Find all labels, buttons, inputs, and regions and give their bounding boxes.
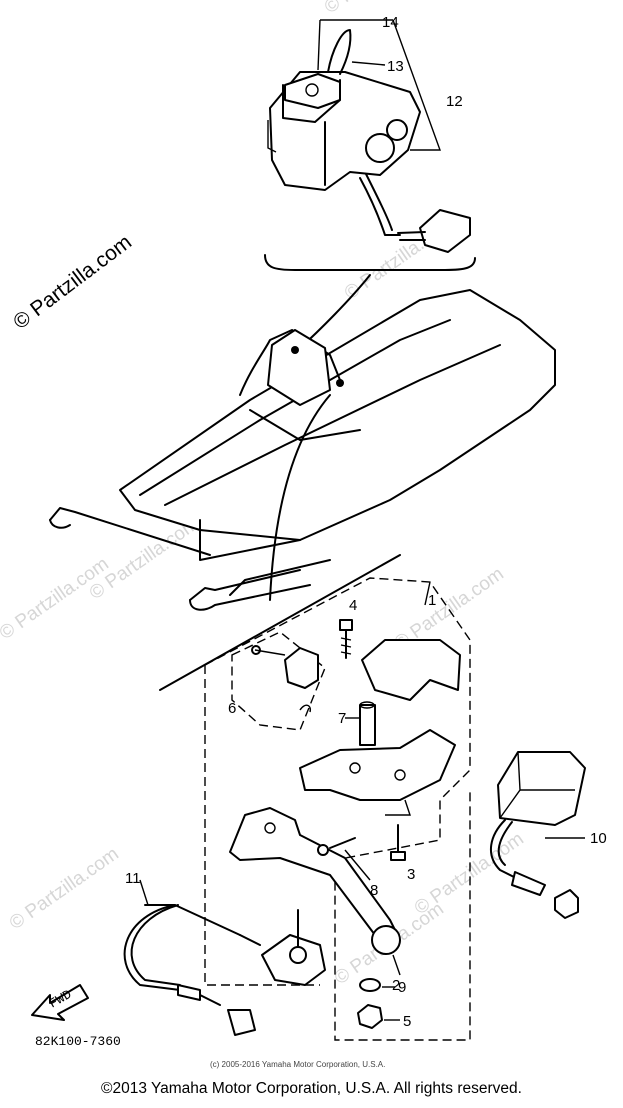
callout-9: 9	[398, 979, 406, 996]
part-4-screw	[339, 619, 353, 659]
small-copyright: (c) 2005-2016 Yamaha Motor Corporation, …	[210, 1060, 385, 1069]
part-2-lever	[229, 807, 401, 955]
callout-3: 3	[407, 866, 415, 883]
footer-copyright: ©2013 Yamaha Motor Corporation, U.S.A. A…	[101, 1080, 522, 1097]
callout-1: 1	[428, 592, 436, 609]
part-3-bolt	[390, 824, 406, 861]
fwd-arrow-icon: FWD	[31, 984, 89, 1021]
callout-8: 8	[370, 882, 378, 899]
watermark-faint: © Partzilla.com	[321, 0, 438, 18]
part-11-cable-switch	[123, 904, 326, 1036]
watermark-main: © Partzilla.com	[9, 230, 136, 334]
part-6-switch	[251, 645, 319, 713]
watermark-faint: © Partzilla.com	[6, 843, 123, 934]
callout-4: 4	[349, 597, 357, 614]
part-7-collar	[359, 701, 376, 746]
callout-10: 10	[590, 830, 607, 847]
callout-6: 6	[228, 700, 236, 717]
callout-13: 13	[387, 58, 404, 75]
part-9-washer	[359, 978, 381, 992]
part-10-switch	[490, 751, 586, 919]
part-8-screw	[317, 837, 356, 856]
snowmobile-body	[49, 289, 556, 611]
callout-14: 14	[382, 14, 399, 31]
callout-5: 5	[403, 1013, 411, 1030]
callout-2: 2	[392, 977, 400, 994]
callout-11: 11	[125, 870, 141, 887]
callout-12: 12	[446, 93, 463, 110]
part-5-nut	[357, 1004, 383, 1029]
diagram-number: 82K100-7360	[35, 1034, 121, 1049]
callout-7: 7	[338, 710, 346, 727]
switch-assembly-top	[267, 29, 471, 253]
